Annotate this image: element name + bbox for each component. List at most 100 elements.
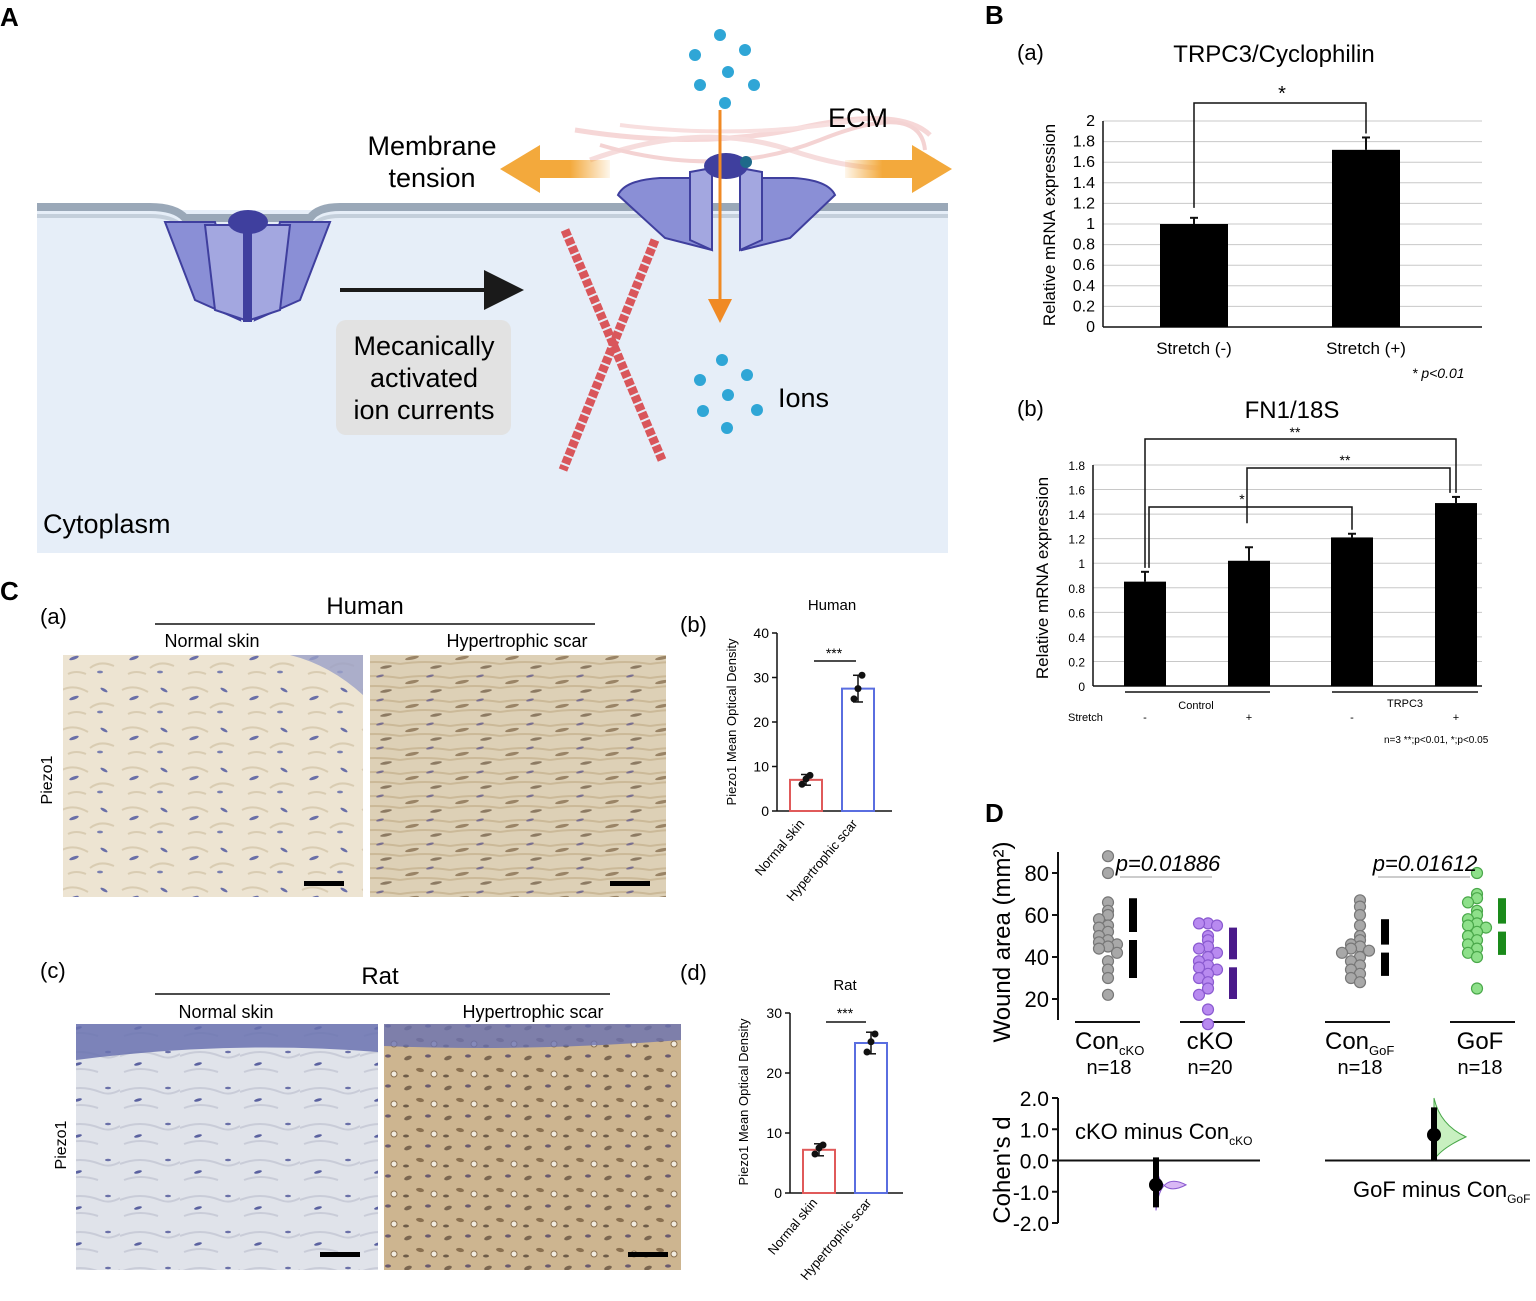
y-tick-label: 1.6 [1068,484,1085,498]
data-point [1101,850,1115,863]
rat-normal-label: Normal skin [178,1002,273,1022]
data-point [863,1048,871,1056]
effect-distribution [1433,1097,1468,1161]
rat-piezo1-label: Piezo1 [53,1120,70,1169]
data-point [1101,971,1115,985]
ecm-label: ECM [828,103,888,133]
data-point [819,1141,827,1149]
group-labels: ConcKO n=18 cKO n=20 ConGoF n=18 GoF n=1… [1075,1028,1503,1079]
panel-ba-title: TRPC3/Cyclophilin [1173,41,1374,68]
effect-point [1427,1127,1441,1142]
panel-d-letter: D [985,798,1004,828]
data-point [867,1038,875,1046]
data-point [1192,988,1206,1001]
data-point [1101,988,1115,1001]
y-tick-label: 1 [1078,557,1085,571]
membrane-tension-line2: tension [388,163,475,193]
membrane-tension-line1: Membrane [367,131,496,161]
significance-bracket [1144,438,1457,568]
rat-hypertrophic-scar-image [384,1024,681,1270]
rat-normal-skin-image [76,1024,378,1270]
group-label-con-gof: ConGoF [1325,1028,1394,1058]
bar [1228,560,1270,686]
significance-bracket [1193,102,1367,208]
panel-cc-sublabel: (c) [40,958,66,983]
y-tick-label: -1.0 [1013,1182,1049,1205]
panel-c-letter: C [0,576,19,606]
human-chart-title: Human [808,597,856,614]
y-tick-label: 0.2 [1073,298,1095,315]
cytoplasm-label: Cytoplasm [43,509,171,539]
y-tick-label: 1.0 [1020,1119,1049,1142]
y-tick-label: 0.2 [1068,655,1085,669]
data-point [1101,866,1115,880]
panel-a-letter: A [0,2,19,32]
y-tick-label: 30 [753,670,769,686]
y-tick-label: 2 [1086,113,1095,130]
data-point [811,1150,819,1158]
human-normal-skin-image [63,655,363,897]
ions-label: Ions [778,383,829,413]
rat-scar-label: Hypertrophic scar [462,1002,603,1022]
y-tick-label: 0 [1078,680,1085,694]
y-tick-label: 60 [1025,903,1049,928]
rat-scar-scalebar [628,1252,668,1257]
data-point [858,671,866,679]
group-label-con-cko: ConcKO [1075,1028,1144,1058]
y-tick-label: 10 [753,759,769,775]
actin-filaments [558,228,667,472]
group-n-con-cko: n=18 [1086,1057,1131,1079]
group-n-con-gof: n=18 [1337,1057,1382,1079]
data-point [1335,946,1349,959]
p-value-1: p=0.01886 [1115,851,1221,876]
human-piezo1-label: Piezo1 [39,755,56,804]
cohens-d-ylabel: Cohen's d [989,1116,1016,1223]
panel-cb-sublabel: (b) [680,612,707,637]
y-tick-label: 1.6 [1073,154,1095,171]
y-tick-label: 1.8 [1073,134,1095,151]
data-point [1201,1018,1215,1031]
data-point [1461,896,1475,909]
panel-bb-sig-3: * [1239,491,1245,507]
bar [1332,149,1400,327]
human-epidermis [290,655,363,695]
data-point [1201,1003,1215,1016]
membrane-tension-arrows [500,145,952,193]
x-tick-label: + [1246,712,1252,724]
human-header: Human [326,593,403,620]
y-tick-label: 0.8 [1073,237,1095,254]
trpc3-group-label: TRPC3 [1387,698,1423,710]
data-point [1192,917,1206,930]
mech-currents-line3: ion currents [353,395,494,425]
mech-currents-box [336,320,511,435]
wound-area-ylabel: Wound area (mm²) [989,842,1016,1043]
y-tick-label: 1.2 [1073,195,1095,212]
x-tick-label: Stretch (-) [1156,339,1232,358]
significance-bracket [1148,506,1353,568]
bar [841,687,875,812]
bar [1124,581,1166,686]
rat-normal-scalebar [320,1252,360,1257]
bar [1160,224,1228,327]
rat-chart-ylabel: Piezo1 Mean Optical Density [736,1018,751,1185]
panel-ba-pnote: * p<0.01 [1412,365,1465,381]
data-point [798,780,806,788]
data-point [1201,982,1215,995]
ions-outside [689,29,760,109]
y-tick-label: 0.6 [1073,257,1095,274]
control-group-label: Control [1178,700,1213,712]
significance-bracket [1246,467,1451,524]
y-tick-label: 1.4 [1068,508,1085,522]
panel-b-letter: B [985,0,1004,30]
data-point [871,1030,879,1038]
y-tick-label: 0.6 [1068,606,1085,620]
x-tick-label: - [1350,712,1354,724]
y-tick-label: 0 [774,1185,782,1201]
group-label-cko: cKO [1187,1028,1234,1055]
diff-label-gof: GoF minus ConGoF [1353,1177,1530,1206]
y-tick-label: 0.8 [1068,582,1085,596]
panel-ba-ylabel: Relative mRNA expression [1040,124,1059,326]
rat-normal-epidermis [76,1024,378,1060]
